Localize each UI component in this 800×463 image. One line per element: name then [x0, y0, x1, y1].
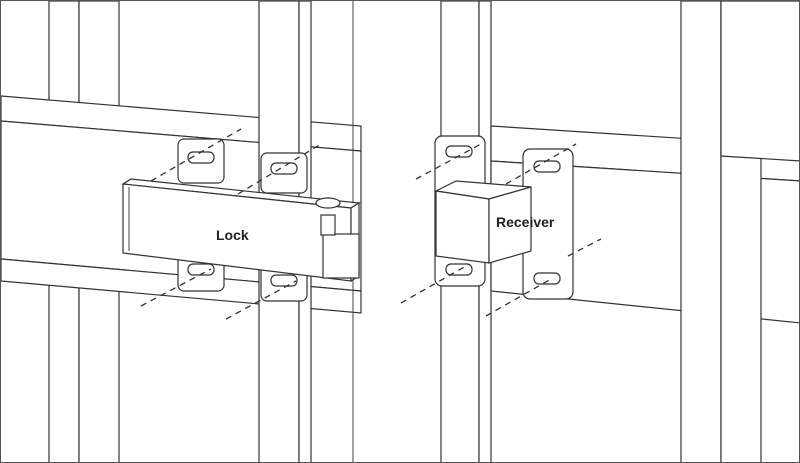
- receiver-body: [434, 180, 532, 264]
- screw-guide-lines: [140, 128, 602, 320]
- receiver-label: Receiver: [496, 214, 555, 230]
- lock-label: Lock: [216, 227, 249, 243]
- lock-body: [121, 178, 361, 283]
